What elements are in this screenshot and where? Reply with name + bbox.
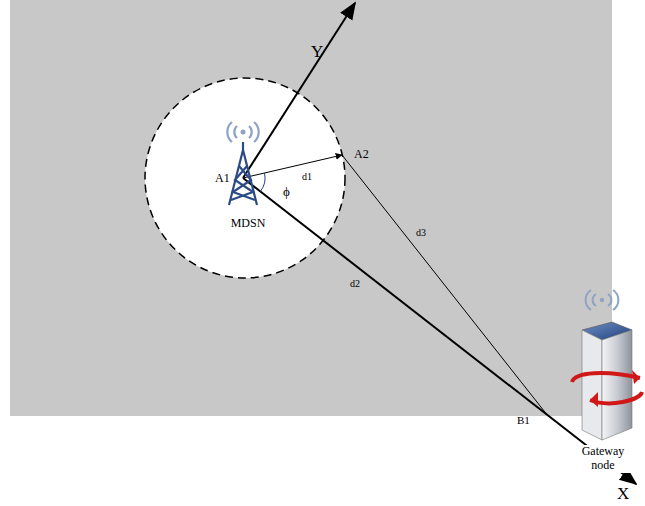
field-area <box>10 0 612 416</box>
x-axis <box>243 178 636 484</box>
node-name: MDSN <box>231 217 266 231</box>
node-name: Gateway node <box>574 445 632 473</box>
point-label: A1 <box>214 172 231 186</box>
coverage-circle <box>145 78 345 278</box>
gateway-icon <box>572 290 642 440</box>
point-label: A2 <box>354 148 369 162</box>
tower-icon <box>229 142 257 205</box>
distance-label: d1 <box>302 171 312 183</box>
angle-label: ϕ <box>283 185 290 200</box>
distance-label: d3 <box>416 227 426 239</box>
radio-waves <box>227 122 258 142</box>
d1-vector <box>243 155 342 178</box>
axis-label: Y <box>311 42 323 62</box>
y-axis <box>243 3 355 178</box>
point-label: B1 <box>517 414 530 427</box>
distance-label: d2 <box>350 278 360 290</box>
d3-line <box>342 155 548 416</box>
axis-label: X <box>617 484 629 504</box>
angle-arc <box>260 173 265 191</box>
